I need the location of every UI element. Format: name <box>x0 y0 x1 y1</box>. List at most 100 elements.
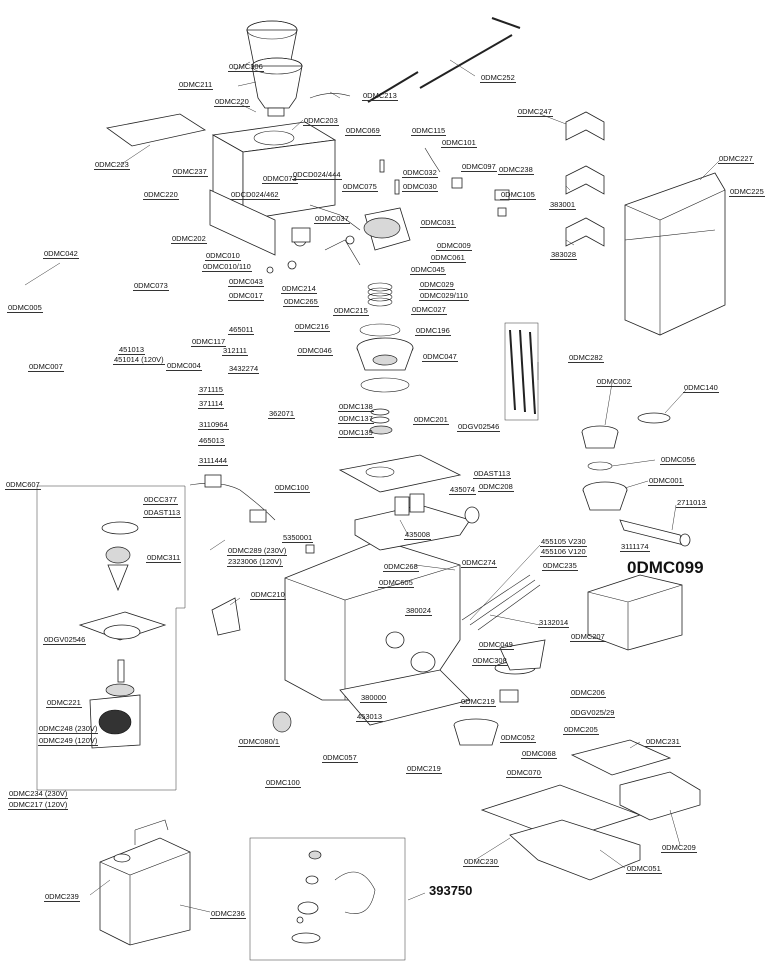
label-0dmc234: 0DMC234 (230V) <box>8 789 69 799</box>
label-0dmc117: 0DMC117 <box>191 337 227 347</box>
label-0dmc029: 0DMC029 <box>419 280 455 290</box>
rods-pack <box>509 329 536 415</box>
label-362071: 362071 <box>268 409 296 419</box>
label-0dmc004: 0DMC004 <box>166 361 202 371</box>
label-3111444: 3111444 <box>198 456 229 466</box>
label-0dmc030: 0DMC030 <box>402 182 438 192</box>
label-0dmc042: 0DMC042 <box>43 249 79 259</box>
label-0dmc208: 0DMC208 <box>478 482 514 492</box>
label-393750: 393750 <box>429 883 473 898</box>
label-0dmc274: 0DMC274 <box>461 558 497 568</box>
label-3110964: 3110964 <box>198 420 229 430</box>
label-0dmc252: 0DMC252 <box>480 73 516 83</box>
label-0dmc248: 0DMC248 (230V) <box>38 724 99 734</box>
label-0dmc249: 0DMC249 (120V) <box>38 736 99 746</box>
label-383028: 383028 <box>550 250 578 260</box>
label-0dmc002: 0DMC002 <box>596 377 632 387</box>
label-0dmc070: 0DMC070 <box>506 768 542 778</box>
label-465013: 465013 <box>198 436 226 446</box>
lid-plate <box>106 113 207 147</box>
label-0dmc306: 0DMC306 <box>228 62 264 72</box>
label-0dmc220-left: 0DMC220 <box>143 190 179 200</box>
label-0dmc073-left: 0DMC073 <box>133 281 169 291</box>
label-0dmc308: 0DMC308 <box>472 656 508 666</box>
valves <box>385 493 546 703</box>
label-0dmc100-bottom: 0DMC100 <box>265 778 301 788</box>
label-0dmc230: 0DMC230 <box>463 857 499 867</box>
drip-box <box>587 574 683 651</box>
label-0dmc100-top: 0DMC100 <box>274 483 310 493</box>
label-0dmc057: 0DMC057 <box>322 753 358 763</box>
label-0dmc209: 0DMC209 <box>661 843 697 853</box>
drip-tray <box>453 718 701 881</box>
kit-frame <box>249 837 406 961</box>
portafilter <box>581 412 691 547</box>
water-tank <box>624 172 726 336</box>
bean-hopper-lower <box>251 57 303 117</box>
label-0dmc139: 0DMC139 <box>338 428 374 438</box>
label-312111: 312111 <box>222 346 248 356</box>
label-0dmc045: 0DMC045 <box>410 265 446 275</box>
label-0dgv02546-top: 0DGV02546 <box>457 422 501 432</box>
label-0dgv02546-left: 0DGV02546 <box>43 635 87 645</box>
heater-coil <box>359 282 401 337</box>
label-0dmc097: 0DMC097 <box>461 162 497 172</box>
kit-contents <box>291 850 376 944</box>
label-0dmc210: 0DMC210 <box>250 590 286 600</box>
side-bracket <box>209 189 276 256</box>
label-0dmc080-1: 0DMC080/1 <box>238 737 281 747</box>
label-0dcc377: 0DCC377 <box>143 495 178 505</box>
label-0dmc007: 0DMC007 <box>28 362 64 372</box>
label-0dmc231: 0DMC231 <box>645 737 681 747</box>
label-0dmc001: 0DMC001 <box>648 476 684 486</box>
label-0dast113-right: 0DAST113 <box>473 469 512 479</box>
label-0dmc265: 0DMC265 <box>283 297 319 307</box>
label-0dmc031: 0DMC031 <box>420 218 456 228</box>
label-0dmc215: 0DMC215 <box>333 306 369 316</box>
label-0dmc051: 0DMC051 <box>626 864 662 874</box>
label-0dmc056: 0DMC056 <box>660 455 696 465</box>
label-0dmc073-top: 0DMC073 <box>262 174 298 184</box>
label-0dmc225: 0DMC225 <box>729 187 765 197</box>
label-0dgv025-29: 0DGV025/29 <box>570 708 616 718</box>
label-0dmc046: 0DMC046 <box>297 346 333 356</box>
label-383001: 383001 <box>549 200 577 210</box>
main-chassis <box>284 454 471 726</box>
label-3111174: 3111174 <box>620 542 650 552</box>
label-0dmc047: 0DMC047 <box>422 352 458 362</box>
label-0dmc236: 0DMC236 <box>210 909 246 919</box>
steam-knob <box>272 711 292 733</box>
label-371114: 371114 <box>198 399 224 409</box>
label-0dmc138: 0DMC138 <box>338 402 374 412</box>
hopper-base <box>211 121 337 221</box>
label-0dmc017: 0DMC017 <box>228 291 264 301</box>
label-0dmc037: 0DMC037 <box>314 214 350 224</box>
label-0dmc009: 0DMC009 <box>436 241 472 251</box>
label-0dmc137: 0DMC137 <box>338 414 374 424</box>
label-0dmc049: 0DMC049 <box>478 640 514 650</box>
arc-scale <box>309 93 351 99</box>
label-0dcd024-462: 0DCD024/462 <box>230 190 280 200</box>
label-0dmc115: 0DMC115 <box>411 126 447 136</box>
label-0dmc075: 0DMC075 <box>342 182 378 192</box>
label-0dmc607: 0DMC607 <box>5 480 41 490</box>
label-0dmc061: 0DMC061 <box>430 253 466 263</box>
label-0dmc196: 0DMC196 <box>415 326 451 336</box>
label-371115: 371115 <box>198 385 224 395</box>
label-0dmc237: 0DMC237 <box>172 167 208 177</box>
label-0dmc099: 0DMC099 <box>627 558 704 577</box>
label-455105: 455105 V230 <box>540 537 587 547</box>
label-435074: 435074 <box>449 485 477 495</box>
label-0dmc219-mid: 0DMC219 <box>460 697 496 707</box>
label-0dmc239: 0DMC239 <box>44 892 80 902</box>
label-0dmc069: 0DMC069 <box>345 126 381 136</box>
label-0dmc206: 0DMC206 <box>570 688 606 698</box>
label-380024: 380024 <box>405 606 433 616</box>
label-0dmc010: 0DMC010 <box>205 251 241 261</box>
label-0dmc216: 0DMC216 <box>294 322 330 332</box>
label-0dmc105: 0DMC105 <box>500 190 536 200</box>
label-465011: 465011 <box>228 325 255 335</box>
label-0dmc282: 0DMC282 <box>568 353 604 363</box>
